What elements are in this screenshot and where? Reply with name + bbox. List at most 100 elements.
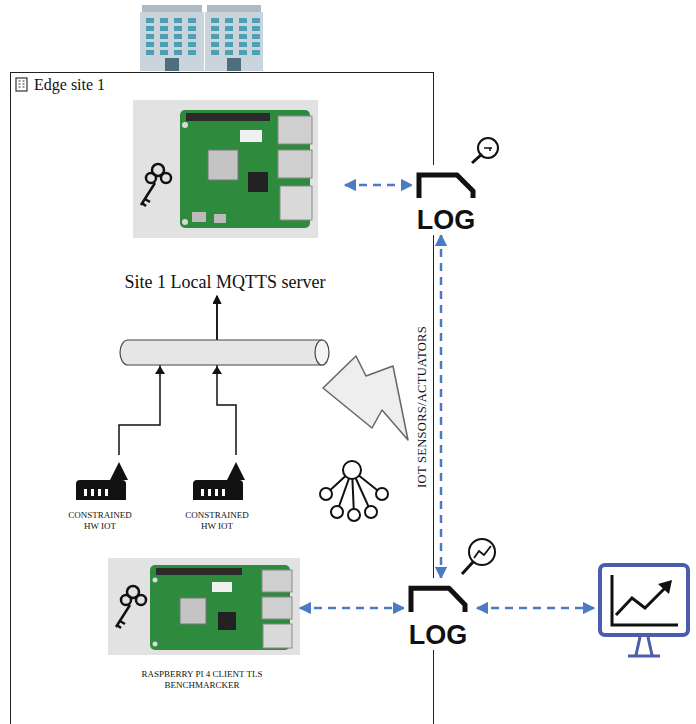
key-icon (146, 173, 156, 183)
message-bus-pipe (155, 366, 165, 374)
data-flow-arrow (119, 296, 217, 455)
iot-device-icon (222, 489, 225, 496)
building-window (225, 34, 233, 39)
network-hub-icon (320, 488, 332, 500)
iot-device-icon (208, 489, 211, 496)
network-hub-icon (348, 509, 360, 521)
server-raspberry-pi (186, 113, 270, 121)
analytics-magnifier-icon (462, 562, 473, 574)
server-raspberry-pi (240, 130, 262, 142)
monitor-chart-icon (658, 580, 672, 594)
message-bus-pipe (315, 340, 329, 365)
building-window (239, 50, 247, 55)
network-hub-icon (343, 461, 361, 479)
magnifier-icon (472, 138, 498, 163)
log-document-outline (411, 588, 465, 612)
iot-device-icon (105, 489, 108, 496)
building-window (174, 26, 182, 31)
office-buildings (140, 12, 204, 71)
network-hub-icon (365, 506, 377, 518)
client-raspberry-pi (108, 558, 300, 655)
office-buildings (165, 58, 179, 71)
key-icon (116, 586, 146, 628)
site-label: Edge site 1 (34, 76, 105, 94)
building-window (252, 18, 260, 23)
log-label: LOG (409, 622, 468, 649)
log-link (440, 235, 443, 578)
building-window (160, 18, 168, 23)
building-window (252, 50, 260, 55)
building-window (174, 34, 182, 39)
building-window (211, 18, 219, 23)
wireless-bolt (323, 356, 408, 440)
client-raspberry-pi (108, 558, 300, 655)
server-raspberry-pi (278, 116, 312, 144)
monitor-chart-icon (612, 575, 678, 625)
network-hub-icon (320, 461, 388, 521)
network-hub-icon (331, 506, 343, 518)
building-window (174, 50, 182, 55)
log-label: LOG (417, 207, 476, 234)
monitor-chart-icon (616, 587, 666, 615)
iot-device-icon (84, 489, 87, 496)
iot-device-icon (193, 480, 243, 500)
client-raspberry-pi (156, 568, 242, 575)
building-window (225, 42, 233, 47)
iot-device-icon (76, 480, 126, 500)
server-raspberry-pi (280, 186, 312, 220)
dashboard-link (477, 608, 594, 609)
key-icon (141, 183, 155, 206)
monitor-chart-icon (600, 565, 688, 656)
iot-device-icon (193, 462, 245, 500)
server-raspberry-pi (182, 122, 188, 128)
building-window (239, 18, 247, 23)
wireless-bolt (323, 356, 408, 440)
building-windows (146, 18, 260, 55)
iot-device-icon (201, 489, 204, 496)
building-window (211, 42, 219, 47)
building-window (188, 34, 196, 39)
log-file-icon: LOG (412, 165, 480, 235)
building-window (188, 18, 196, 23)
server-raspberry-pi (214, 214, 226, 223)
building-window (252, 42, 260, 47)
building-window (239, 42, 247, 47)
data-flow-arrow (217, 296, 236, 455)
building-window (188, 26, 196, 31)
client-raspberry-pi (263, 624, 292, 648)
client-benchmarker: RASPBERRY PI 4 CLIENT TLS BENCHMARCKER (104, 556, 300, 694)
device-label: CONSTRAINED HW IOT (60, 510, 140, 533)
building-window (252, 26, 260, 31)
office-buildings (142, 5, 202, 12)
iot-device-icon (110, 462, 128, 480)
log-document-outline (419, 175, 473, 198)
office-buildings (207, 5, 261, 12)
iot-device-icon (91, 489, 94, 496)
edge-label-holder: IOT SENSORS/ACTUATORS (412, 326, 430, 488)
server-label: Site 1 Local MQTTS server (125, 272, 326, 293)
client-raspberry-pi (180, 598, 206, 624)
device-label: CONSTRAINED HW IOT (177, 510, 257, 533)
building-icon (19, 81, 25, 87)
edge-label: IOT SENSORS/ACTUATORS (415, 326, 429, 488)
message-bus-pipe (120, 340, 329, 374)
building-window (160, 26, 168, 31)
log-file-icon: LOG (404, 578, 472, 650)
connectors (119, 185, 441, 608)
server-raspberry-pi (248, 172, 268, 192)
key-icon (161, 173, 171, 183)
server-raspberry-pi (133, 100, 318, 238)
monitor-chart-icon (600, 565, 688, 635)
building-window (146, 34, 154, 39)
server-raspberry-pi (278, 150, 312, 178)
building-icon (16, 78, 27, 91)
building-window (225, 18, 233, 23)
iot-device-icon (98, 489, 101, 496)
client-raspberry-pi (153, 578, 158, 583)
server-raspberry-pi (133, 100, 318, 238)
office-buildings (205, 12, 263, 71)
message-bus-pipe (212, 366, 222, 374)
building-window (211, 34, 219, 39)
